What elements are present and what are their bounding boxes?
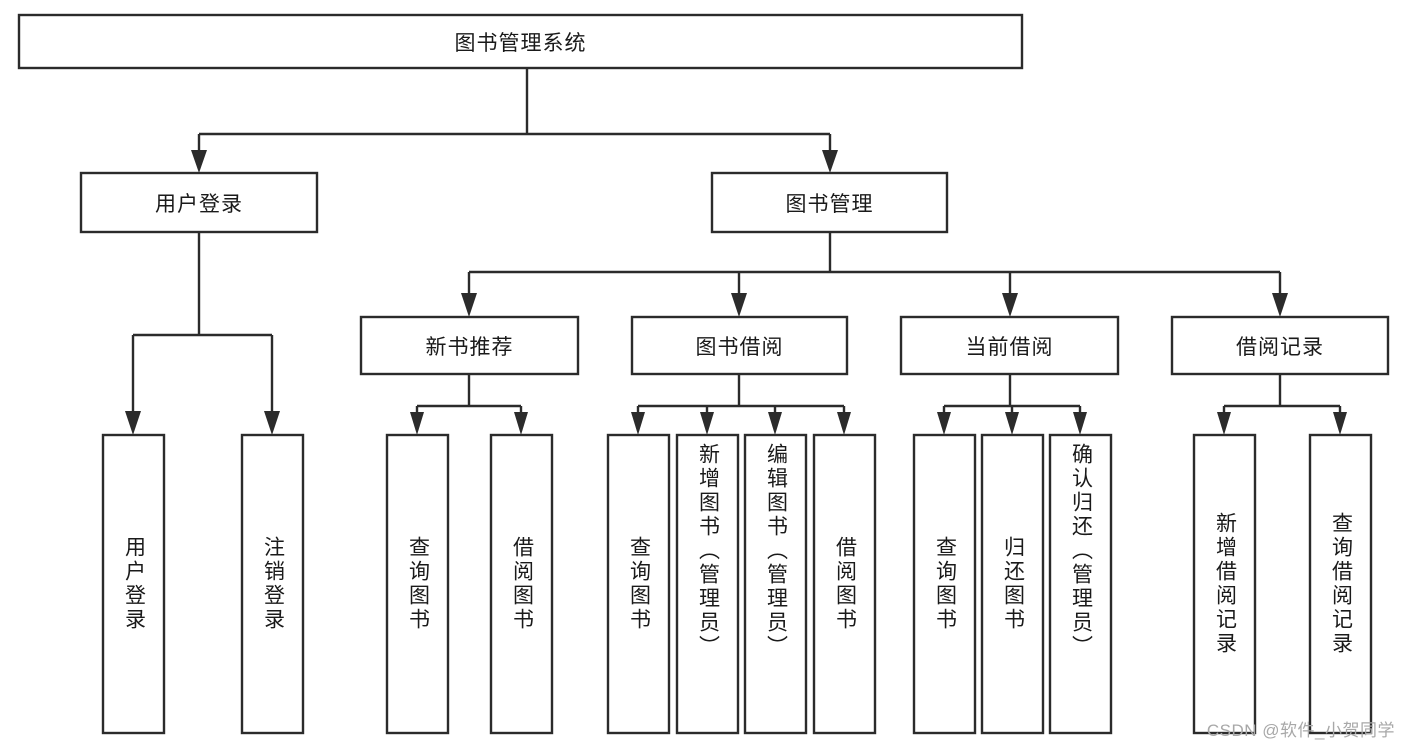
label-user-login: 用户登录 — [155, 192, 243, 216]
leaf-box-br-add-record[interactable] — [1192, 433, 1257, 735]
leaf-label-nbr-query-book: 查询图书 — [406, 536, 430, 632]
label-book-management: 图书管理 — [785, 192, 874, 216]
arrow-head-leaf-bb-query — [631, 412, 645, 435]
connector-book-borrow-to-leaves — [636, 374, 846, 420]
label-root: 图书管理系统 — [454, 31, 587, 55]
arrow-head-current-borrow — [1002, 293, 1018, 317]
leaf-label-cb-query-book: 查询图书 — [933, 536, 957, 632]
arrow-head-leaf-nbr-borrow — [514, 412, 528, 435]
arrow-head-book-borrow — [731, 293, 747, 317]
arrow-head-leaf-cb-return — [1005, 412, 1019, 435]
leaf-label-user-login: 用户登录 — [122, 536, 146, 632]
arrow-head-leaf-nbr-query — [410, 412, 424, 435]
leaf-box-logout[interactable] — [240, 433, 305, 735]
connector-borrow-record-to-leaves — [1222, 374, 1342, 420]
arrow-head-leaf-br-query — [1333, 412, 1347, 435]
leaf-box-cb-query-book[interactable] — [912, 433, 977, 735]
label-borrow-record: 借阅记录 — [1236, 335, 1324, 359]
leaf-box-bb-query-book[interactable] — [606, 433, 671, 735]
node-box-user-login[interactable] — [79, 171, 319, 234]
leaf-box-br-query-record[interactable] — [1308, 433, 1373, 735]
leaf-box-cb-return-book[interactable] — [980, 433, 1045, 735]
arrow-head-leaf-logout — [264, 411, 280, 435]
connector-root-to-level2 — [197, 68, 832, 160]
node-box-book-borrow[interactable] — [630, 315, 849, 376]
node-box-root[interactable] — [17, 13, 1024, 70]
connector-new-book-recommend-to-leaves — [415, 374, 523, 420]
leaf-label-bb-add-book: 新增图书（管理员） — [696, 443, 720, 659]
leaf-label-br-query-record: 查询借阅记录 — [1329, 512, 1353, 656]
leaf-label-nbr-borrow-book: 借阅图书 — [510, 536, 534, 632]
arrow-head-book-manage — [822, 150, 838, 173]
leaf-box-cb-confirm-return[interactable] — [1048, 433, 1113, 735]
leaf-label-bb-edit-book: 编辑图书（管理员） — [764, 443, 788, 659]
leaf-box-bb-edit-book[interactable] — [743, 433, 808, 735]
arrow-head-user-login — [191, 150, 207, 173]
arrow-head-leaf-br-add — [1217, 412, 1231, 435]
leaf-label-logout: 注销登录 — [261, 536, 285, 632]
node-box-new-book-recommend[interactable] — [359, 315, 580, 376]
leaf-label-cb-return-book: 归还图书 — [1001, 536, 1025, 632]
label-book-borrow: 图书借阅 — [695, 335, 784, 359]
label-new-book-recommend: 新书推荐 — [425, 335, 514, 359]
watermark-text: CSDN @软件_小贺同学 — [1206, 721, 1395, 740]
arrow-head-borrow-record — [1272, 293, 1288, 317]
leaf-label-br-add-record: 新增借阅记录 — [1213, 512, 1237, 656]
leaf-box-bb-borrow-book[interactable] — [812, 433, 877, 735]
node-box-borrow-record[interactable] — [1170, 315, 1390, 376]
arrow-head-leaf-bb-edit — [768, 412, 782, 435]
connector-user-login-to-leaves — [131, 232, 274, 420]
leaf-box-nbr-query-book[interactable] — [385, 433, 450, 735]
node-box-book-management[interactable] — [710, 171, 949, 234]
arrow-head-new-book-recommend — [461, 293, 477, 317]
arrow-head-leaf-user-login — [125, 411, 141, 435]
arrow-head-leaf-cb-confirm — [1073, 412, 1087, 435]
connector-book-management-to-level3 — [467, 232, 1282, 300]
leaf-box-nbr-borrow-book[interactable] — [489, 433, 554, 735]
arrow-head-leaf-bb-add — [700, 412, 714, 435]
leaf-box-bb-add-book[interactable] — [675, 433, 740, 735]
arrow-head-leaf-cb-query — [937, 412, 951, 435]
leaf-box-user-login[interactable] — [101, 433, 166, 735]
node-box-current-borrow[interactable] — [899, 315, 1120, 376]
leaf-label-bb-borrow-book: 借阅图书 — [833, 536, 857, 632]
label-current-borrow: 当前借阅 — [965, 335, 1054, 359]
leaf-label-bb-query-book: 查询图书 — [627, 536, 651, 632]
arrow-head-leaf-bb-borrow — [837, 412, 851, 435]
leaf-label-cb-confirm-return: 确认归还（管理员） — [1069, 443, 1093, 659]
